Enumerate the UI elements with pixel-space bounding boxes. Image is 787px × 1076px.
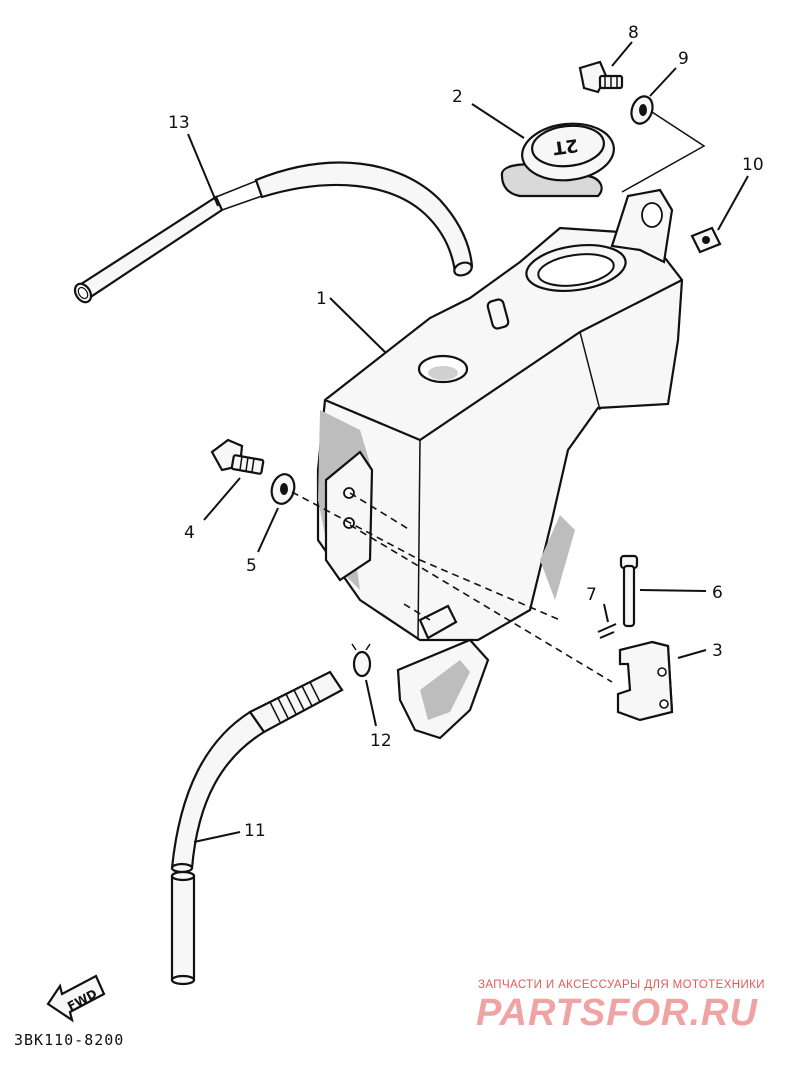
callout-3: 3 <box>712 641 723 661</box>
callout-labels: 1 2 3 4 5 6 7 8 9 10 11 12 13 <box>168 23 764 841</box>
callout-9: 9 <box>678 49 689 69</box>
clip-7-part <box>597 623 617 639</box>
callout-12: 12 <box>370 731 392 751</box>
callout-8: 8 <box>628 23 639 43</box>
callout-4: 4 <box>184 523 195 543</box>
clamp-12-part <box>351 643 372 678</box>
callout-10: 10 <box>742 155 764 175</box>
callout-13: 13 <box>168 113 190 133</box>
fwd-arrow-icon: FWD <box>46 974 106 1023</box>
callout-6: 6 <box>712 583 723 603</box>
watermark-brand-logo: PARTSFOR.RU <box>476 992 758 1034</box>
washer-9-part <box>630 95 654 125</box>
callout-2: 2 <box>452 87 463 107</box>
tank-cap-part: 2T <box>500 122 615 198</box>
nut-10-part <box>690 226 722 254</box>
breather-hose-part <box>73 161 474 304</box>
callout-5: 5 <box>246 556 257 576</box>
bolt-4-part <box>210 438 265 475</box>
callout-7: 7 <box>586 585 597 605</box>
bracket-3-part <box>616 640 674 722</box>
watermark-tagline: ЗАПЧАСТИ И АКСЕССУАРЫ ДЛЯ МОТОТЕХНИКИ <box>478 979 765 991</box>
oil-hose-part <box>170 670 344 986</box>
leader-lines <box>187 41 749 843</box>
wing-bolt-part <box>578 60 624 94</box>
cap-marking: 2T <box>551 134 579 158</box>
assembly-guide-lines <box>291 111 706 683</box>
diagram-code: 3BK110-8200 <box>14 1031 125 1049</box>
pin-6-part <box>619 554 639 628</box>
washer-5-part <box>270 473 296 505</box>
oil-tank-part <box>316 188 684 740</box>
callout-1: 1 <box>316 289 327 309</box>
callout-11: 11 <box>244 821 266 841</box>
